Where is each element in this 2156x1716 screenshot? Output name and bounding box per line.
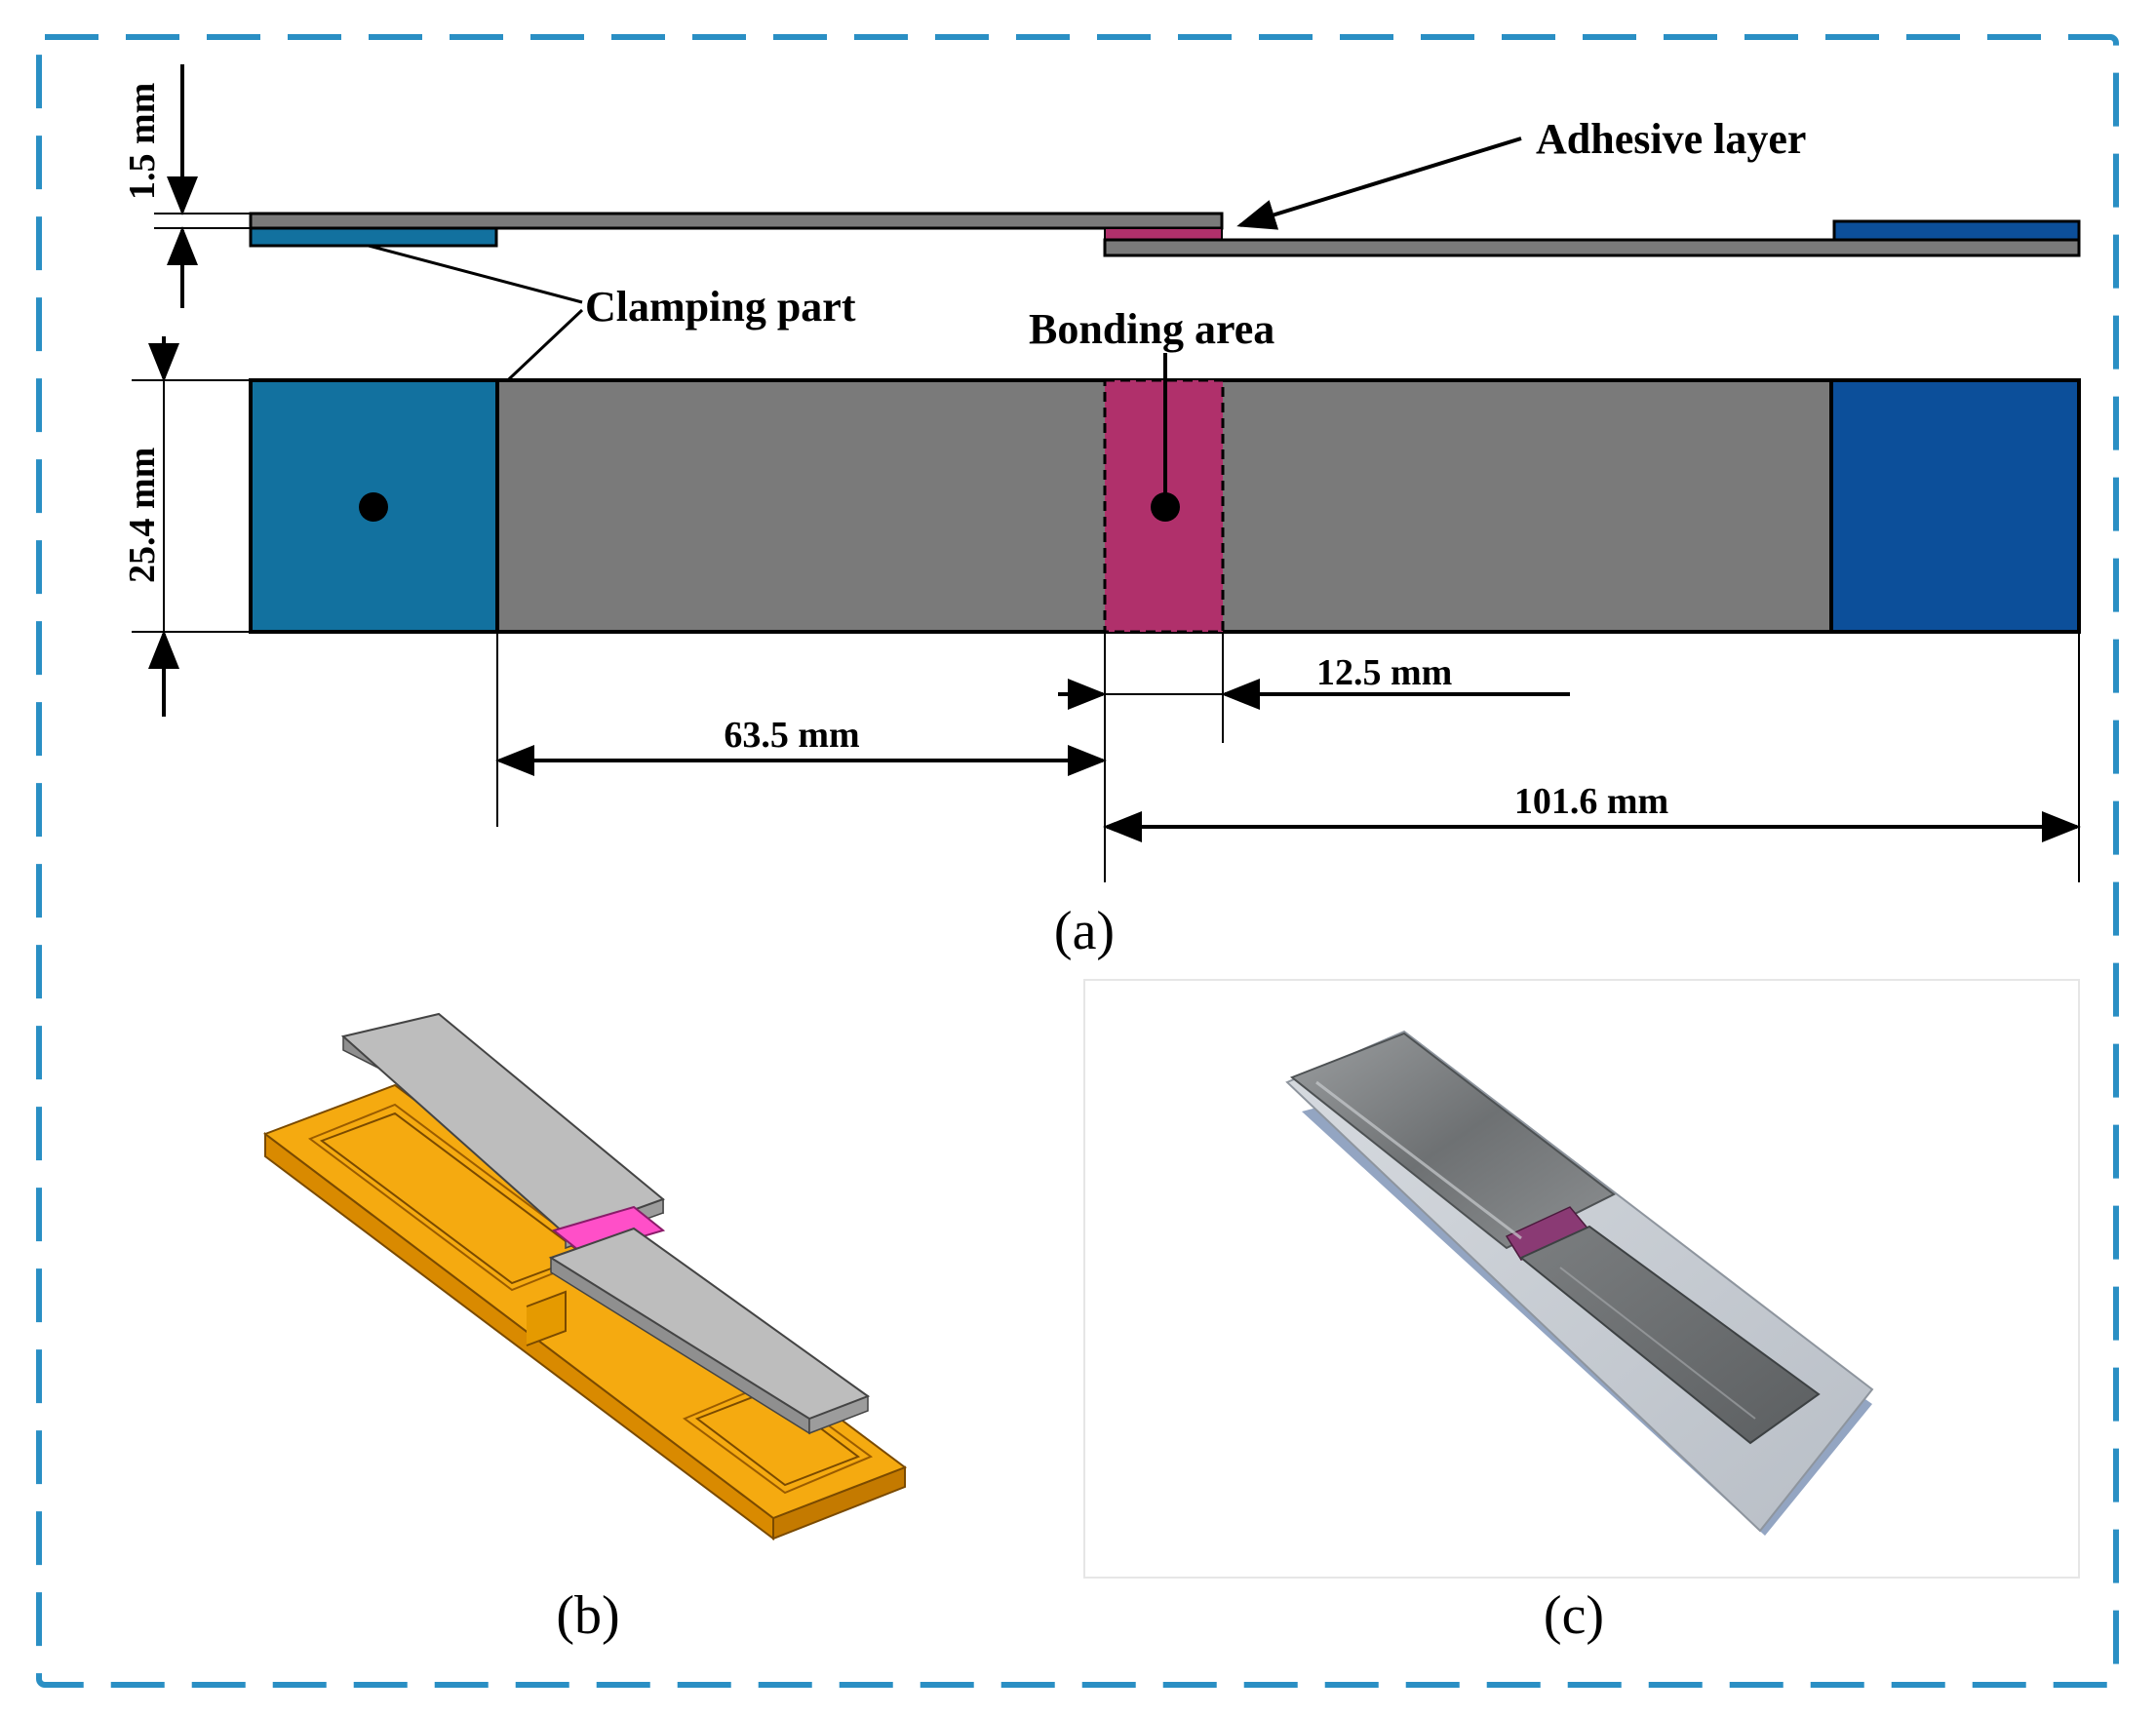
right-clamp-top (1829, 378, 2081, 634)
bonding-area-label: Bonding area (1029, 305, 1274, 353)
adhesive-layer-label: Adhesive layer (1536, 115, 1806, 163)
thickness-label: 1.5 mm (122, 83, 163, 200)
thickness-dimension (154, 64, 251, 308)
top-view (249, 353, 2081, 634)
right-clamp-side (1832, 219, 2081, 242)
adhesive-leader (1236, 136, 1522, 230)
clamping-part-label: Clamping part (585, 283, 856, 331)
clamp-marker-dot (359, 492, 388, 522)
width-label: 25.4 mm (122, 448, 163, 583)
panel-label-a: (a) (1054, 901, 1115, 961)
upper-adherend-side (249, 212, 1224, 230)
panel-label-b: (b) (556, 1585, 619, 1646)
left-clamp-side (249, 226, 498, 248)
fixture-3d-illustration (262, 1012, 908, 1541)
photo-lower-sheet (1519, 1225, 1821, 1445)
fixture-base (262, 1083, 908, 1520)
adherend-length-label: 101.6 mm (1514, 781, 1668, 822)
width-dimension (132, 336, 251, 717)
adhesive-layer-side (1104, 227, 1223, 241)
clamp-leader-side (368, 244, 583, 304)
extension-lines (496, 632, 2080, 882)
adhesive-3d (551, 1205, 666, 1256)
lower-sheet-3d (548, 1227, 871, 1421)
specimen-photo (1083, 979, 2080, 1579)
lower-adherend-side (1103, 238, 2081, 257)
overlap-length-label: 12.5 mm (1316, 652, 1452, 693)
bonding-marker-dot (1151, 492, 1180, 522)
side-view (249, 212, 2081, 257)
upper-sheet-3d (340, 1012, 665, 1236)
panel-label-c: (c) (1544, 1585, 1604, 1646)
free-length-label: 63.5 mm (724, 715, 859, 756)
photo-upper-sheet (1290, 1032, 1616, 1250)
